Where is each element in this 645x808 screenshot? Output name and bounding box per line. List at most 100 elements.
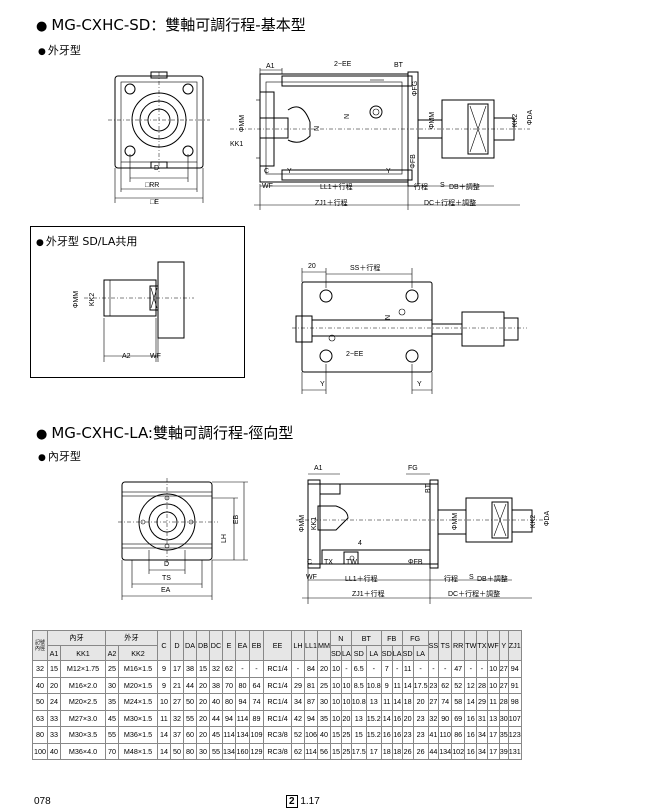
table-cell: 35 — [498, 726, 509, 744]
table-cell: 15 — [196, 660, 210, 678]
dim-kk2-2: KK2 — [530, 514, 538, 529]
dim-c-2: C — [307, 559, 313, 566]
table-cell: 28 — [476, 676, 488, 694]
table-cell: 134 — [222, 742, 236, 760]
table-cell: 34 — [476, 742, 488, 760]
dim-kk2: KK2 — [512, 113, 520, 128]
table-cell: - — [235, 660, 250, 678]
table-cell: 94 — [507, 660, 522, 678]
dim-bt-2: BT — [424, 484, 432, 493]
table-cell: 13 — [350, 709, 367, 727]
table-cell: 44 — [183, 676, 197, 694]
dim-d: D — [154, 165, 160, 172]
table-cell: 134 — [438, 742, 453, 760]
dim-db-2: DB＋調整 — [477, 576, 508, 583]
table-cell: 26 — [412, 742, 429, 760]
table-cell: 34 — [476, 726, 488, 744]
table-cell: 20 — [196, 726, 210, 744]
section1-subtitle: ●外牙型 — [38, 44, 81, 57]
table-cell: M48×1.5 — [118, 742, 158, 760]
side-view-2 — [296, 473, 544, 604]
table-cell: 74 — [249, 693, 264, 711]
dim-da: ΦDA — [527, 109, 535, 126]
table-cell: 11 — [391, 676, 403, 694]
table-cell: 32 — [427, 709, 440, 727]
table-cell: 14 — [464, 693, 478, 711]
table-cell: 102 — [451, 742, 466, 760]
table-cell: 50 — [183, 693, 197, 711]
table-cell: 15 — [330, 726, 342, 744]
dim-n: N — [314, 125, 322, 132]
table-cell: 15.2 — [365, 726, 382, 744]
table-cell: 44 — [209, 709, 223, 727]
table-cell: 17 — [486, 742, 500, 760]
table-cell: 20 — [412, 693, 429, 711]
table-cell: 14 — [401, 676, 414, 694]
table-cell: 23 — [412, 726, 429, 744]
table-cell: 109 — [249, 726, 264, 744]
table-cell: 9 — [380, 676, 393, 694]
table-cell: 27 — [498, 676, 509, 694]
table-cell: 33 — [47, 709, 61, 727]
table-cell: 16 — [464, 709, 478, 727]
dim-kk1-2: KK1 — [311, 516, 319, 531]
table-cell: 94 — [235, 693, 250, 711]
dim-da-2: ΦDA — [544, 510, 552, 527]
table-cell: 62 — [438, 676, 453, 694]
bullet-icon: ● — [36, 238, 44, 248]
table-cell: 14 — [380, 709, 393, 727]
table-header-row-1: 記號 內徑 內牙 外牙 C D DA DB DC E EA EB EE LH L… — [32, 630, 522, 661]
table-cell: 89 — [249, 709, 264, 727]
dim-stroke-2: 行程 — [444, 576, 458, 583]
dim-fg-2: FG — [408, 465, 418, 472]
table-cell: 27 — [498, 660, 509, 678]
table-cell: 21 — [170, 676, 184, 694]
table-cell: 55 — [183, 709, 197, 727]
table-cell: RC1/4 — [263, 693, 292, 711]
dim-kk1: KK1 — [230, 141, 244, 148]
group-outer: 外牙 — [105, 630, 158, 646]
table-cell: 58 — [451, 693, 466, 711]
table-cell: M20×2.5 — [60, 693, 106, 711]
table-cell: 15.2 — [365, 709, 382, 727]
table-cell: 10 — [486, 660, 500, 678]
table-cell: 10 — [157, 693, 171, 711]
dim-d-2: D — [164, 561, 170, 568]
table-cell: - — [391, 660, 403, 678]
top-dim-20: 20 — [308, 263, 316, 270]
dim-rr: □RR — [145, 182, 160, 189]
table-cell: 80 — [235, 676, 250, 694]
table-cell: 20 — [196, 676, 210, 694]
dim-s-2: S — [469, 574, 474, 581]
table-cell: 11 — [157, 709, 171, 727]
table-cell: 94 — [304, 709, 318, 727]
table-cell: 60 — [183, 726, 197, 744]
table-cell: 41 — [427, 726, 440, 744]
table-cell: 6.5 — [350, 660, 367, 678]
table-cell: 38 — [209, 676, 223, 694]
table-cell: 10 — [341, 676, 352, 694]
table-cell: 20 — [196, 693, 210, 711]
table-cell: 15 — [330, 742, 342, 760]
table-cell: 11 — [401, 660, 414, 678]
table-cell: 35 — [317, 709, 331, 727]
table-cell: 26 — [401, 742, 414, 760]
dim-tx: TX — [324, 559, 333, 566]
top-dim-y: Y — [320, 381, 325, 388]
table-cell: 84 — [304, 660, 318, 678]
dim-bt: BT — [394, 62, 403, 69]
dim-dc: DC＋行程＋調整 — [424, 200, 477, 207]
dim-dc-2: DC＋行程＋調整 — [448, 591, 501, 598]
table-cell: 52 — [291, 726, 305, 744]
table-cell: 32 — [170, 709, 184, 727]
table-cell: 35 — [105, 693, 119, 711]
table-cell: 17.5 — [412, 676, 429, 694]
table-cell: 30 — [196, 742, 210, 760]
dim-stroke: 行程 — [414, 184, 428, 191]
table-cell: 16 — [380, 726, 393, 744]
table-cell: M12×1.75 — [60, 660, 106, 678]
dim-ee: 2−EE — [334, 61, 352, 68]
dim-ll1-2: LL1＋行程 — [345, 576, 378, 583]
